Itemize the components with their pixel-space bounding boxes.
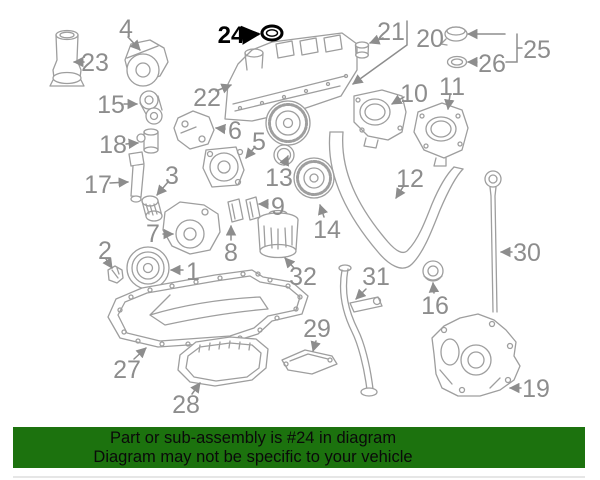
- callout-31: 31: [362, 263, 390, 291]
- callout-12: 12: [396, 165, 424, 193]
- callout-18: 18: [99, 131, 127, 159]
- engine-bracket-drawing: [173, 110, 215, 150]
- callout-4: 4: [119, 15, 133, 43]
- grommet-drawing: [354, 41, 370, 59]
- sensor-drawing: [128, 151, 145, 203]
- mount-bracket-drawing: [162, 201, 221, 255]
- banner-line-2: Diagram may not be specific to your vehi…: [93, 448, 413, 466]
- callout-22: 22: [193, 84, 221, 112]
- cam-pulley-14-drawing: [293, 157, 335, 199]
- callout-26: 26: [478, 50, 506, 78]
- callout-labels: 1 2 3 4 5 6 7 8 9 10 11 12 13 14 15 16 1…: [81, 15, 551, 419]
- callout-32: 32: [289, 263, 317, 291]
- info-banner-text: Part or sub-assembly is #24 in diagram D…: [13, 429, 493, 467]
- dipstick-drawing: [484, 170, 502, 313]
- callout-25: 25: [523, 36, 551, 64]
- oil-pan-drawing: [107, 269, 309, 348]
- callout-5: 5: [252, 128, 266, 156]
- oil-pickup-tube-drawing: [338, 264, 383, 397]
- distributor-drawing: [124, 39, 169, 87]
- cap-gasket-drawing: [446, 55, 468, 69]
- callout-29: 29: [303, 315, 331, 343]
- highlighted-o-ring-drawing: [260, 24, 284, 42]
- banner-line-1: Part or sub-assembly is #24 in diagram: [109, 429, 397, 447]
- baffle-plate-drawing: [281, 349, 338, 375]
- callout-20: 20: [416, 25, 444, 53]
- callout-9: 9: [271, 193, 285, 221]
- callout-7: 7: [146, 220, 160, 248]
- water-pump-drawing: [202, 146, 245, 188]
- callout-16: 16: [421, 292, 449, 320]
- callout-19: 19: [522, 375, 550, 403]
- crank-pulley-drawing: [126, 246, 170, 290]
- callout-30: 30: [513, 239, 541, 267]
- oil-filler-cap-drawing: [440, 26, 468, 46]
- crank-bolt-drawing: [107, 265, 124, 284]
- callout-8: 8: [224, 239, 238, 267]
- valve-cover-drawing: [224, 32, 358, 122]
- callout-27: 27: [113, 356, 141, 384]
- callout-21: 21: [377, 18, 405, 46]
- pcv-valve-drawing: [136, 128, 159, 154]
- timing-cover-10-drawing: [353, 89, 407, 149]
- leader-lines: [72, 20, 523, 395]
- callout-6: 6: [228, 117, 242, 145]
- callout-13: 13: [265, 164, 293, 192]
- oil-filler-tube-drawing: [49, 29, 85, 87]
- callout-23: 23: [81, 49, 109, 77]
- callout-15: 15: [97, 91, 125, 119]
- oil-filter-drawing: [257, 209, 299, 259]
- bottom-divider: [13, 476, 585, 478]
- drive-gear-drawing: [141, 195, 163, 222]
- oil-pump-drawing: [431, 313, 521, 397]
- callout-24: 24: [218, 22, 245, 49]
- tensioner-drawing: [139, 90, 163, 125]
- callout-28: 28: [172, 391, 200, 419]
- belt-guides-drawing: [227, 196, 261, 223]
- timing-belt-drawing: [328, 131, 464, 269]
- callout-1: 1: [186, 258, 200, 286]
- highlight-arrow-icon: [241, 25, 261, 45]
- timing-cover-11-drawing: [413, 102, 469, 167]
- lower-oil-pan-drawing: [177, 336, 269, 387]
- info-banner: Part or sub-assembly is #24 in diagram D…: [13, 427, 585, 468]
- callout-11: 11: [439, 73, 465, 101]
- seal-16-drawing: [422, 260, 444, 282]
- highlighted-callout-24: 24: [218, 22, 284, 49]
- callout-14: 14: [313, 216, 341, 244]
- callout-2: 2: [98, 237, 112, 265]
- callout-17: 17: [84, 171, 112, 199]
- callout-10: 10: [400, 80, 428, 108]
- callout-3: 3: [165, 162, 179, 190]
